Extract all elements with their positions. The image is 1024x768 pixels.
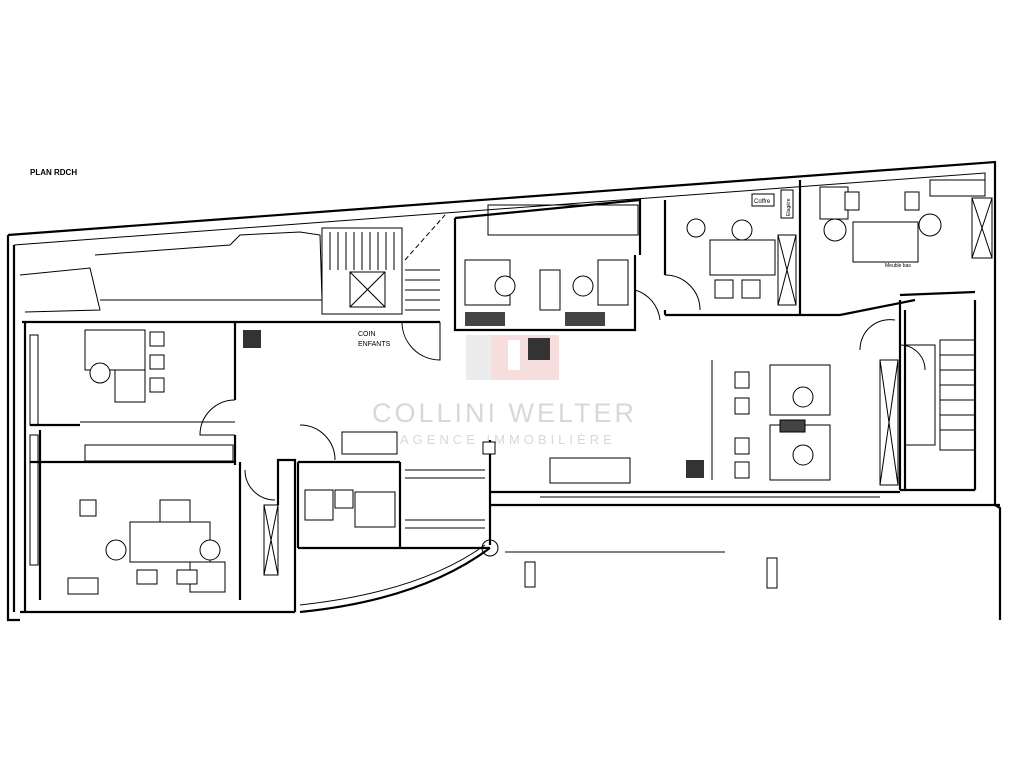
plan-title: PLAN RDCH [30, 168, 77, 177]
label-meuble-bas: Meuble bas [885, 263, 911, 269]
watermark-subtitle: AGENCE IMMOBILIÈRE [400, 432, 616, 447]
label-coin: COIN [358, 331, 376, 338]
watermark-brand: COLLINI WELTER [372, 398, 637, 428]
label-coffre: Coffre [754, 199, 771, 205]
outer-walls [6, 160, 1002, 622]
label-etagere: Etagère [786, 198, 792, 216]
label-enfants: ENFANTS [358, 341, 391, 348]
furniture [67, 186, 942, 595]
interior-walls [19, 179, 1000, 614]
